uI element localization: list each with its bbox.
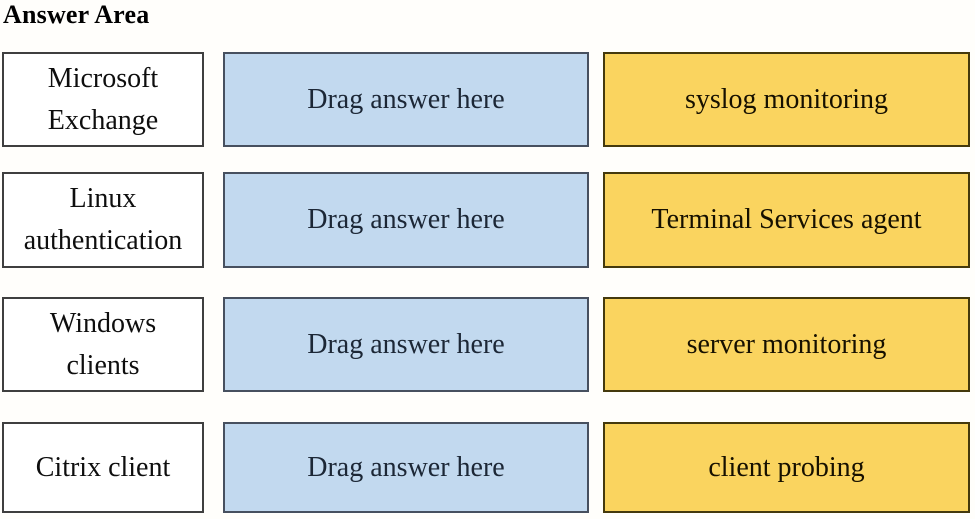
page-title: Answer Area — [3, 0, 150, 29]
drop-zone[interactable]: Drag answer here — [223, 422, 589, 513]
source-label-text: Windows clients — [49, 307, 157, 381]
source-label-text: Microsoft Exchange — [47, 62, 159, 136]
answer-option-text: client probing — [708, 451, 865, 483]
answer-option[interactable]: Terminal Services agent — [603, 172, 970, 268]
drop-zone-text: Drag answer here — [307, 328, 505, 360]
answer-option-text: Terminal Services agent — [651, 204, 922, 235]
drop-zone-text: Drag answer here — [307, 204, 505, 235]
answer-row: Microsoft Exchange Drag answer here sysl… — [0, 52, 975, 147]
source-label-box: Windows clients — [2, 297, 204, 392]
drop-zone-text: Drag answer here — [307, 83, 505, 115]
source-label-box: Microsoft Exchange — [2, 52, 204, 147]
drop-zone[interactable]: Drag answer here — [223, 172, 589, 268]
drop-zone-text: Drag answer here — [307, 451, 505, 483]
answer-option[interactable]: server monitoring — [603, 297, 970, 392]
source-label-text: Linux authentication — [23, 183, 183, 256]
answer-option[interactable]: syslog monitoring — [603, 52, 970, 147]
answer-option[interactable]: client probing — [603, 422, 970, 513]
drop-zone[interactable]: Drag answer here — [223, 297, 589, 392]
answer-row: Citrix client Drag answer here client pr… — [0, 422, 975, 513]
answer-option-text: server monitoring — [686, 328, 887, 360]
source-label-text: Citrix client — [35, 451, 171, 483]
answer-row: Linux authentication Drag answer here Te… — [0, 172, 975, 268]
source-label-box: Linux authentication — [2, 172, 204, 268]
answer-row: Windows clients Drag answer here server … — [0, 297, 975, 392]
source-label-box: Citrix client — [2, 422, 204, 513]
answer-option-text: syslog monitoring — [684, 83, 888, 115]
drop-zone[interactable]: Drag answer here — [223, 52, 589, 147]
